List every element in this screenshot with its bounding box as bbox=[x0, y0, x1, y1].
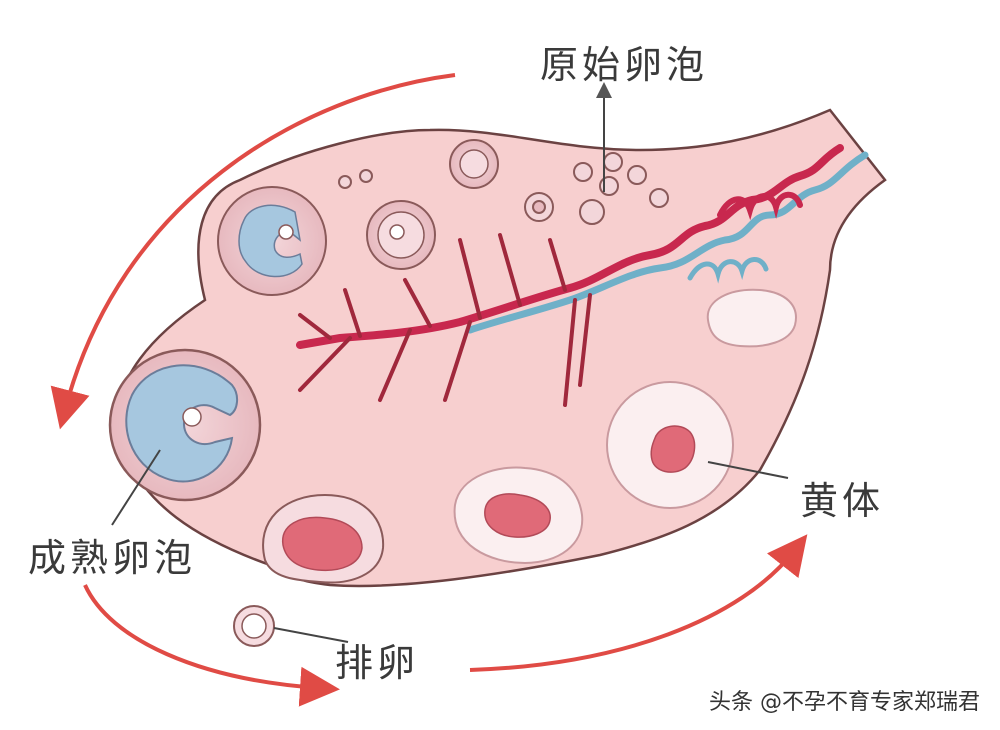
primordial-follicle bbox=[338, 175, 352, 189]
primordial-follicle bbox=[573, 162, 593, 182]
corpus-luteum-forming bbox=[453, 466, 584, 565]
released-ovum bbox=[233, 605, 275, 647]
branch bbox=[458, 238, 482, 320]
artery-coil bbox=[717, 191, 803, 221]
watermark: 头条 @不孕不育专家郑瑞君 bbox=[709, 690, 980, 715]
primordial-follicle bbox=[599, 176, 619, 196]
branch bbox=[378, 328, 412, 402]
branch bbox=[298, 336, 352, 392]
primordial-follicle bbox=[579, 199, 605, 225]
pointer-corpus-luteum bbox=[707, 461, 789, 479]
primordial-follicle bbox=[603, 152, 623, 172]
pointer-mature bbox=[111, 449, 161, 526]
branch bbox=[343, 288, 362, 338]
growing-follicle-2 bbox=[366, 200, 436, 270]
label-corpus-luteum: 黄体 bbox=[800, 479, 885, 523]
branch bbox=[563, 298, 577, 407]
artery-main bbox=[296, 144, 844, 349]
cycle-arrow-bottom-left bbox=[83, 584, 340, 707]
label-primordial-follicle: 原始卵泡 bbox=[540, 43, 709, 87]
primordial-follicle bbox=[532, 200, 546, 214]
vein-main bbox=[466, 151, 869, 334]
corpus-luteum bbox=[606, 381, 734, 509]
growing-follicle-1 bbox=[449, 139, 499, 189]
primordial-follicle bbox=[359, 169, 373, 183]
label-pointers bbox=[111, 82, 789, 643]
cycle-arrow-top-left bbox=[50, 73, 456, 430]
corpus-albicans bbox=[706, 288, 797, 348]
cycle-arrows bbox=[50, 73, 808, 707]
label-ovulation: 排卵 bbox=[335, 641, 420, 685]
branch bbox=[498, 233, 522, 307]
blood-vessels bbox=[296, 144, 869, 407]
pointer-ovulation bbox=[273, 627, 349, 643]
vein-coil bbox=[687, 257, 769, 284]
branch bbox=[403, 278, 432, 328]
antral-follicle bbox=[217, 186, 327, 296]
branch bbox=[443, 320, 472, 402]
branch bbox=[298, 313, 332, 340]
branch bbox=[578, 293, 592, 387]
primordial-follicles bbox=[338, 152, 669, 225]
primordial-follicle bbox=[649, 188, 669, 208]
ruptured-follicle bbox=[262, 493, 385, 584]
label-mature-follicle: 成熟卵泡 bbox=[28, 536, 197, 580]
artery-branches bbox=[298, 233, 592, 407]
cycle-arrow-bottom-right bbox=[469, 534, 808, 672]
primordial-follicle bbox=[627, 165, 647, 185]
mature-follicle bbox=[108, 348, 262, 502]
branch bbox=[548, 238, 567, 292]
